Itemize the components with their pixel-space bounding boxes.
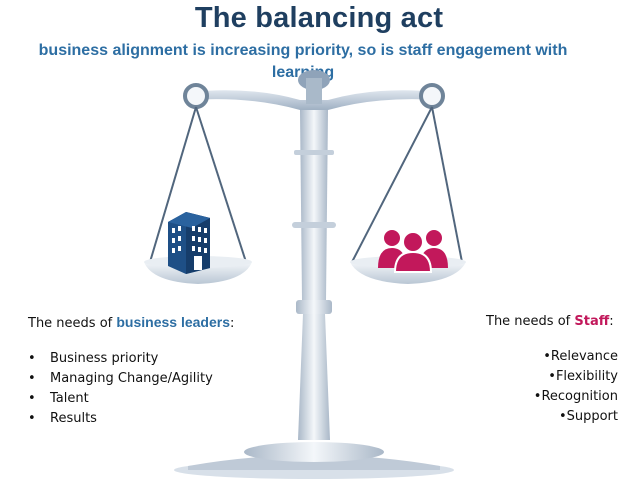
business-leaders-heading: The needs of business leaders: (28, 314, 234, 331)
list-item: Flexibility (450, 367, 618, 387)
heading-suffix: : (609, 314, 614, 329)
office-building-icon (168, 212, 210, 274)
scale-beam (183, 70, 445, 110)
staff-heading: The needs of Staff: (450, 314, 618, 329)
list-item: Relevance (450, 347, 618, 367)
scale-chains (149, 106, 463, 263)
staff-label: Staff (574, 314, 610, 329)
staff-panel: The needs of Staff: Relevance Flexibilit… (450, 314, 618, 427)
scale-column (292, 110, 336, 440)
heading-prefix: The needs of (28, 316, 117, 331)
list-item: Managing Change/Agility (28, 369, 234, 389)
list-item: Support (450, 407, 618, 427)
list-item: Recognition (450, 387, 618, 407)
business-leaders-panel: The needs of business leaders: Business … (28, 314, 234, 429)
page-title: The balancing act (194, 2, 444, 34)
list-item: Business priority (28, 349, 234, 369)
heading-prefix: The needs of (486, 314, 575, 329)
list-item: Results (28, 409, 234, 429)
business-leaders-list: Business priority Managing Change/Agilit… (28, 349, 234, 429)
people-group-icon (378, 230, 448, 273)
heading-suffix: : (230, 316, 235, 331)
business-leaders-label: business leaders (116, 314, 230, 330)
staff-list: Relevance Flexibility Recognition Suppor… (450, 347, 618, 427)
list-item: Talent (28, 389, 234, 409)
scale-base (174, 442, 454, 479)
